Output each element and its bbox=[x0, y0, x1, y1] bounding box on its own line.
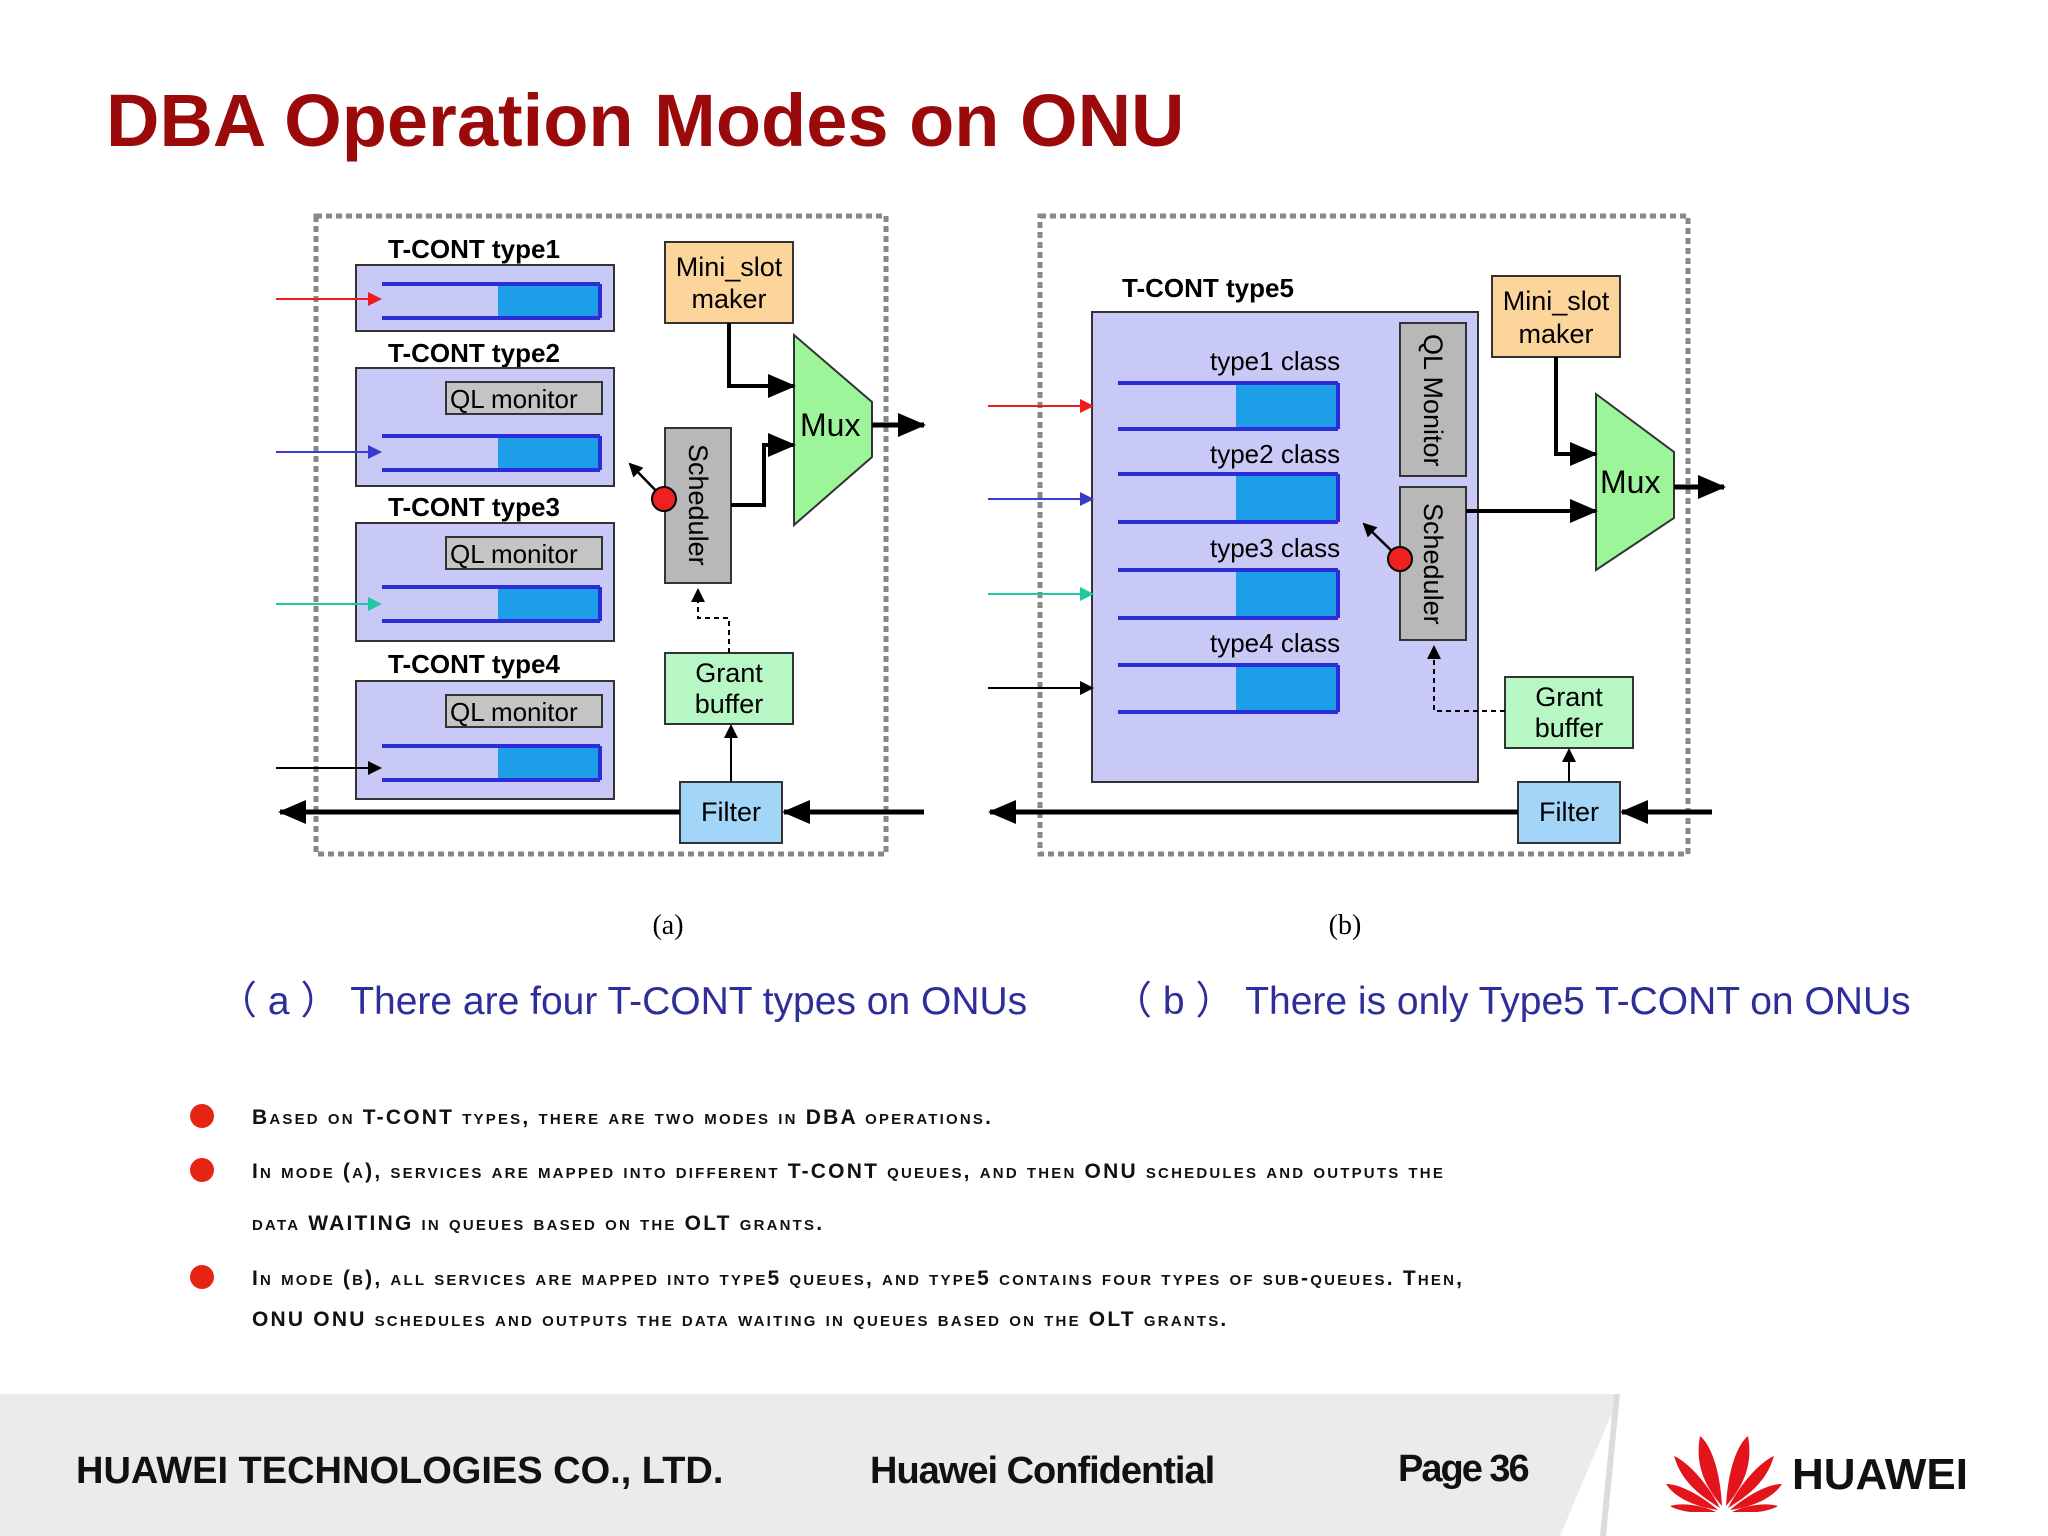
tcont-label-4: T-CONT type4 bbox=[388, 649, 560, 679]
grant-label2-b: buffer bbox=[1535, 713, 1604, 743]
page-title: DBA Operation Modes on ONU bbox=[106, 79, 1185, 162]
mux-label-b: Mux bbox=[1600, 464, 1660, 500]
grant-buffer-a bbox=[664, 652, 794, 725]
class-queue-3 bbox=[1118, 568, 1340, 620]
grant-label1-a: Grant bbox=[695, 658, 763, 688]
scheduler-label-a: Scheduler bbox=[683, 444, 713, 566]
scheduler-dot-a bbox=[651, 486, 677, 512]
diagram-a: T-CONT type1 T-CONT type2 QL monitor T-C… bbox=[276, 213, 926, 940]
mini-slot-to-mux-a bbox=[727, 323, 796, 398]
mini-slot-to-mux-b bbox=[1554, 357, 1598, 466]
mini-slot-maker-b bbox=[1491, 275, 1621, 358]
class-queue-4 bbox=[1118, 663, 1340, 714]
scheduler-label-b: Scheduler bbox=[1418, 503, 1448, 625]
onu-boundary-b bbox=[1037, 213, 1691, 857]
class-label-3: type3 class bbox=[1210, 533, 1340, 563]
mini-slot-label1-a: Mini_slot bbox=[676, 252, 783, 282]
class-queue-2 bbox=[1118, 472, 1340, 524]
bullet-dot-3 bbox=[190, 1265, 214, 1289]
footer-page-number: Page 36 bbox=[1398, 1448, 1530, 1490]
tcont-label-1: T-CONT type1 bbox=[388, 234, 560, 264]
queue-4 bbox=[382, 744, 602, 782]
ql-monitor-box-b bbox=[1399, 322, 1467, 477]
bullet-dot-1 bbox=[190, 1104, 214, 1128]
tcont-label-3: T-CONT type3 bbox=[388, 492, 560, 522]
tcont-label-2: T-CONT type2 bbox=[388, 338, 560, 368]
ql-monitor-box-3 bbox=[445, 536, 603, 570]
sublabel-b: (b) bbox=[1329, 910, 1362, 940]
ql-monitor-box-4 bbox=[445, 694, 603, 728]
filter-label-b: Filter bbox=[1539, 797, 1599, 827]
queue-1 bbox=[382, 282, 602, 320]
onu-boundary-a bbox=[313, 213, 889, 857]
bullet-text-1: Based on T-CONT types, there are two mod… bbox=[252, 1106, 994, 1129]
mux-label-a: Mux bbox=[800, 407, 860, 443]
huawei-flower-icon bbox=[1666, 1436, 1782, 1512]
bullet-text-2b: data WAITING in queues based on the OLT … bbox=[252, 1212, 825, 1235]
class-label-4: type4 class bbox=[1210, 628, 1340, 658]
ql-monitor-box-2 bbox=[445, 381, 603, 415]
footer-confidential: Huawei Confidential bbox=[870, 1450, 1215, 1492]
mux-a bbox=[793, 332, 873, 528]
scheduler-to-mux-a bbox=[731, 433, 796, 507]
bullet-text-2a: In mode (a), services are mapped into di… bbox=[252, 1160, 1446, 1183]
ql-monitor-label-3: QL monitor bbox=[450, 539, 578, 569]
queue-2 bbox=[382, 434, 602, 472]
ql-monitor-label-b: QL Monitor bbox=[1418, 334, 1448, 467]
bullet-dot-2 bbox=[190, 1158, 214, 1182]
mini-slot-label2-b: maker bbox=[1518, 319, 1593, 349]
grant-label1-b: Grant bbox=[1535, 682, 1603, 712]
bullet-text-3b: ONU ONU schedules and outputs the data w… bbox=[252, 1308, 1229, 1331]
queue-3 bbox=[382, 585, 602, 623]
grant-to-scheduler-a bbox=[691, 588, 730, 653]
mini-slot-label1-b: Mini_slot bbox=[1503, 286, 1610, 316]
caption-b: （ b ） There is only Type5 T-CONT on ONUs bbox=[1113, 980, 1911, 1023]
scheduler-dot-b bbox=[1387, 546, 1413, 572]
ql-monitor-label-2: QL monitor bbox=[450, 384, 578, 414]
class-queue-1 bbox=[1118, 381, 1340, 431]
footer-company: HUAWEI TECHNOLOGIES CO., LTD. bbox=[76, 1450, 724, 1492]
filter-a bbox=[679, 781, 783, 844]
class-label-1: type1 class bbox=[1210, 346, 1340, 376]
footer-logo-text: HUAWEI bbox=[1792, 1450, 1968, 1499]
bullet-text-3a: In mode (b), all services are mapped int… bbox=[252, 1267, 1465, 1290]
filter-label-a: Filter bbox=[701, 797, 761, 827]
footer-logo-area bbox=[1560, 1394, 2048, 1536]
tcont-type5-label: T-CONT type5 bbox=[1122, 273, 1294, 303]
caption-a: （ a ） There are four T-CONT types on ONU… bbox=[218, 980, 1028, 1023]
mini-slot-maker-a bbox=[664, 241, 794, 324]
sublabel-a: (a) bbox=[652, 910, 683, 940]
grant-label2-a: buffer bbox=[695, 689, 764, 719]
ql-monitor-label-4: QL monitor bbox=[450, 697, 578, 727]
dba-diagram: T-CONT type1 T-CONT type2 QL monitor T-C… bbox=[276, 213, 1726, 940]
mini-slot-label2-a: maker bbox=[691, 284, 766, 314]
diagram-b: T-CONT type5 type1 class type2 class typ… bbox=[988, 213, 1726, 940]
class-label-2: type2 class bbox=[1210, 439, 1340, 469]
